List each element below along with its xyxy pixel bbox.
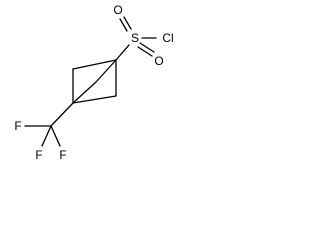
trifluoromethyl-group: F F F: [14, 102, 74, 162]
atom-f-left: F: [14, 119, 21, 133]
bond-s-o-bottom-2: [139, 42, 155, 53]
bicyclopentane-cage: [72, 59, 117, 104]
atom-cl: Cl: [162, 31, 173, 45]
atom-s: S: [131, 31, 139, 45]
atom-o-top: O: [113, 3, 122, 17]
bond-cage-cf3: [50, 102, 74, 127]
bond-c-f-bottom-left: [41, 125, 52, 147]
atom-o-bottom: O: [154, 54, 163, 68]
bond-s-o-top-1: [119, 18, 128, 32]
atom-f-bottom-right: F: [59, 148, 66, 162]
cage-bond-bridge-upper: [95, 59, 117, 83]
cage-bond-bottom: [72, 95, 117, 104]
bond-c-s: [115, 44, 130, 61]
molecule-structure: S Cl O O F F F: [14, 3, 173, 162]
sulfonyl-chloride-group: S Cl O O: [113, 3, 173, 68]
bond-s-o-top-2: [123, 16, 132, 30]
bond-s-o-bottom-1: [137, 46, 153, 57]
cage-bond-top: [72, 59, 117, 70]
atom-f-bottom-left: F: [35, 148, 42, 162]
cage-bond-bridge-lower: [72, 81, 97, 104]
bond-c-f-bottom-right: [50, 125, 61, 147]
